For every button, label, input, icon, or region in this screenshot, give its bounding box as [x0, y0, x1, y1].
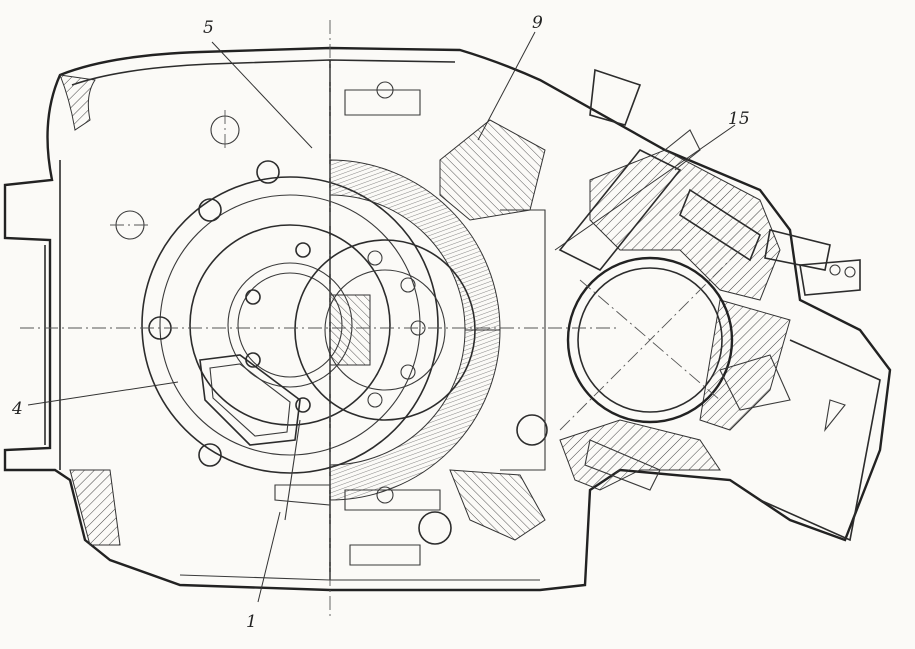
gear-section — [294, 60, 548, 580]
callout-4: 4 — [11, 399, 23, 419]
axis-lines — [20, 20, 741, 620]
callouts: 5 9 15 4 1 — [11, 13, 750, 632]
bearing-housing — [558, 68, 881, 542]
callout-9: 9 — [532, 13, 543, 33]
leader-lines — [27, 31, 736, 603]
callout-1: 1 — [246, 612, 257, 632]
callout-15: 15 — [728, 109, 750, 129]
callout-5: 5 — [203, 18, 214, 38]
hatched-sections — [59, 74, 791, 546]
